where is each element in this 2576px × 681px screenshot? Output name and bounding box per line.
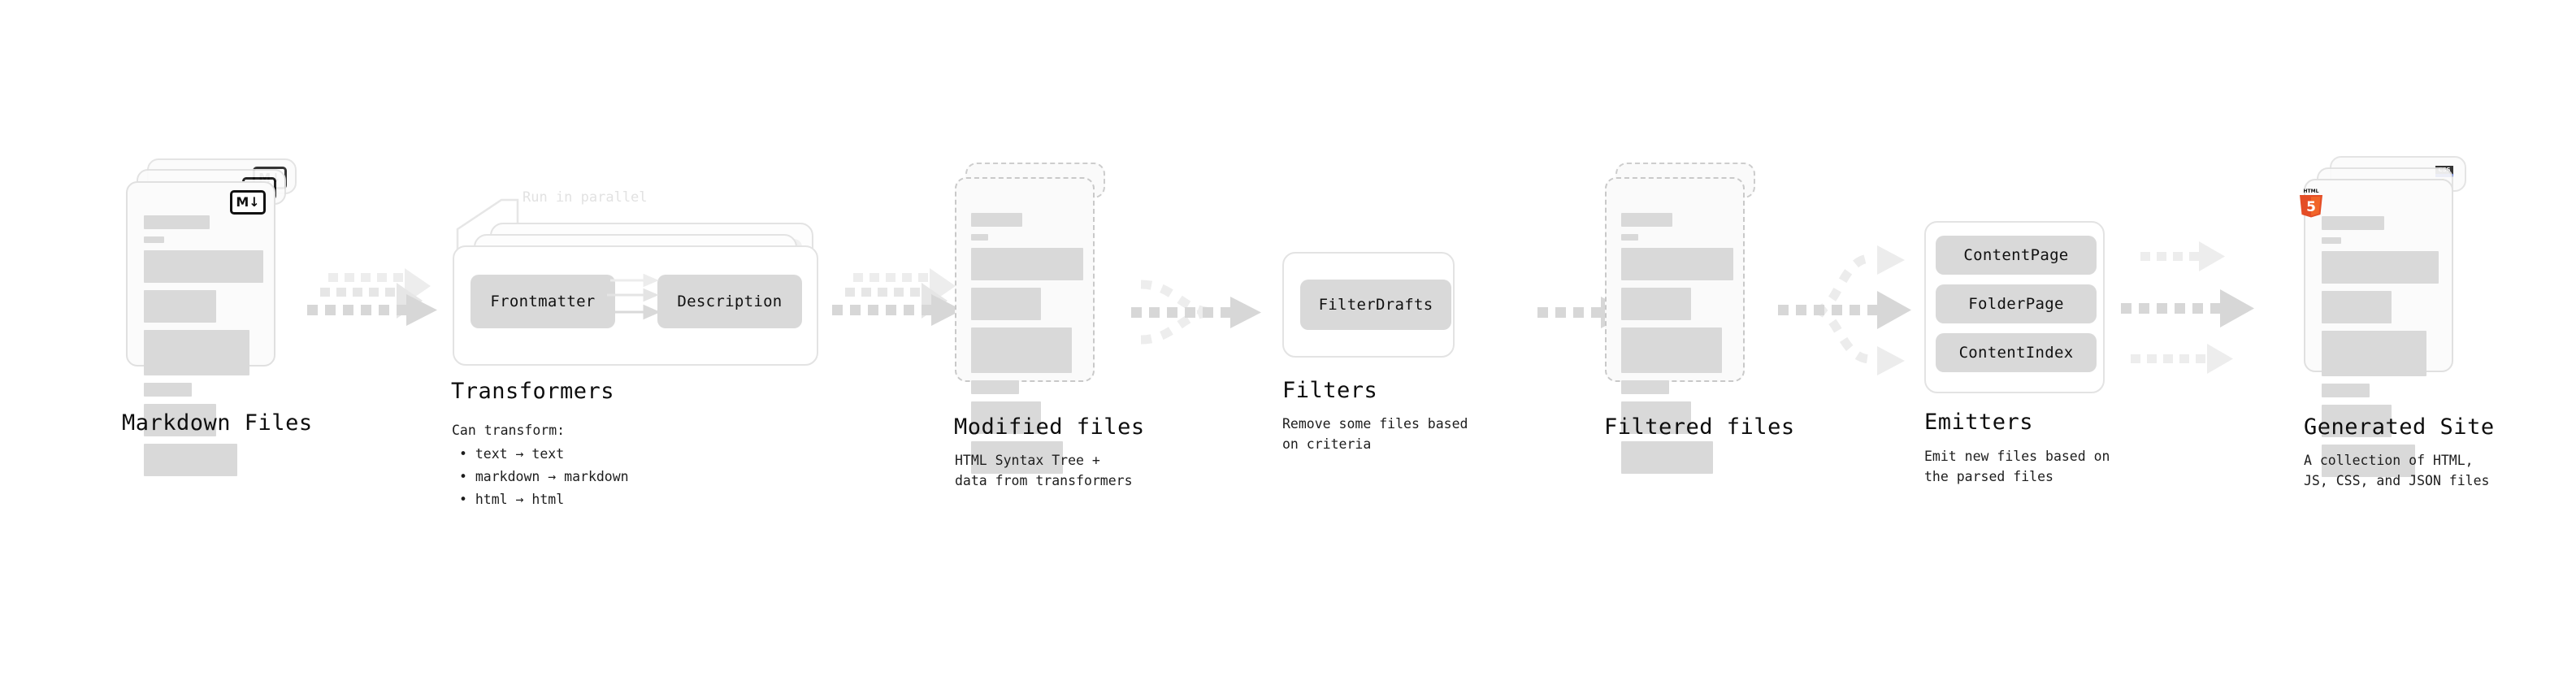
content-bar [144, 215, 210, 229]
transform-bullet: • text → text [459, 446, 565, 462]
connector-transformers-to-modified [829, 268, 967, 358]
content-bar [1621, 380, 1670, 394]
emitter-pill-folderpage[interactable]: FolderPage [1936, 284, 2097, 323]
content-bar [2322, 291, 2392, 323]
filter-pill-label: FilterDrafts [1318, 296, 1433, 314]
transformer-pill-frontmatter[interactable]: Frontmatter [471, 275, 615, 328]
content-bar [144, 236, 165, 243]
emitters-group: ContentPage FolderPage ContentIndex [1924, 221, 2105, 393]
run-in-parallel-note: Run in parallel [523, 189, 648, 206]
emitter-pill-contentindex[interactable]: ContentIndex [1936, 333, 2097, 372]
connector-filtered-to-emitters [1772, 237, 1926, 392]
stage-markdown-files: M↓ M↓ M↓ Markdown Files [122, 158, 312, 476]
transform-bullet: • markdown → markdown [459, 469, 629, 484]
stage-subtitle-emitters: Emit new files based on the parsed files [1924, 449, 2110, 484]
emitter-pill-label: ContentPage [1963, 246, 2069, 264]
emitter-pill-label: ContentIndex [1958, 344, 2074, 362]
content-bar [2322, 216, 2384, 230]
stage-filtered-files: Filtered files [1604, 163, 1794, 474]
filtered-card-front [1605, 177, 1745, 474]
stage-title-filters: Filters [1282, 378, 1378, 403]
content-bar [144, 444, 238, 476]
transform-bullet: • html → html [459, 492, 565, 507]
modified-card-front [955, 177, 1095, 474]
emitter-pill-contentpage[interactable]: ContentPage [1936, 236, 2097, 275]
stage-generated-site: CSS HTML 5 [2300, 156, 2494, 488]
content-bar [1621, 213, 1673, 227]
stage-title-transformers: Transformers [451, 379, 615, 404]
content-bar [1621, 234, 1638, 241]
stage-subtitle-modified-files: HTML Syntax Tree + data from transformer… [955, 453, 1133, 488]
card-content [144, 215, 264, 484]
stage-title-modified-files: Modified files [954, 414, 1145, 440]
content-bar [2322, 384, 2370, 397]
content-bar [144, 383, 193, 397]
markdown-card-front: M↓ [126, 181, 275, 476]
stage-title-markdown-files: Markdown Files [122, 410, 313, 436]
generated-site-stack: CSS HTML 5 [2300, 156, 2491, 477]
content-bar [971, 327, 1073, 373]
content-bar [1621, 401, 1691, 434]
content-bar [1621, 288, 1691, 320]
filters-group: FilterDrafts [1282, 252, 1455, 358]
markdown-badge-label: M↓ [236, 194, 260, 210]
stage-subtitle-filters: Remove some files based on criteria [1282, 416, 1468, 452]
transformer-pill-description[interactable]: Description [657, 275, 802, 328]
stage-subtitle-transformers: Can transform: [452, 423, 566, 438]
content-bar [971, 441, 1064, 474]
filter-pill-filterdrafts[interactable]: FilterDrafts [1300, 280, 1451, 330]
transformer-pill-label: Frontmatter [490, 293, 596, 310]
stage-title-generated-site: Generated Site [2304, 414, 2495, 440]
content-bar [971, 401, 1041, 434]
card-content [2322, 216, 2442, 484]
content-bar [971, 234, 988, 241]
content-bar [1621, 327, 1723, 373]
connector-modified-to-filters [1130, 270, 1276, 359]
site-card-html: HTML 5 [2300, 179, 2453, 477]
content-bar [971, 213, 1023, 227]
content-bar [144, 250, 263, 283]
content-bar [2322, 251, 2439, 284]
content-bar [2322, 331, 2426, 376]
content-bar [971, 288, 1041, 320]
emitter-pill-label: FolderPage [1968, 295, 2064, 313]
content-bar [971, 248, 1083, 280]
modified-file-stack [955, 163, 1130, 474]
content-bar [144, 404, 216, 436]
content-bar [1621, 441, 1714, 474]
content-bar [144, 330, 250, 375]
html5-wordmark: HTML [2304, 189, 2319, 194]
content-bar [2322, 445, 2416, 477]
connector-transformers-internal [604, 273, 661, 320]
connector-emitters-to-site [2119, 236, 2282, 390]
content-bar [971, 380, 1020, 394]
filtered-file-stack [1605, 163, 1780, 474]
stage-title-emitters: Emitters [1924, 410, 2034, 435]
html5-icon: HTML 5 [2297, 187, 2325, 218]
content-bar [1621, 248, 1733, 280]
content-bar [144, 290, 216, 323]
card-content [971, 213, 1083, 481]
markdown-badge: M↓ [230, 190, 266, 215]
content-bar [2322, 405, 2392, 437]
transformer-pill-label: Description [677, 293, 783, 310]
stage-modified-files: Modified files HTML Syntax Tree + data f… [954, 163, 1144, 488]
content-bar [2322, 237, 2341, 244]
connector-md-to-transformers [301, 268, 443, 358]
html5-digit: 5 [2306, 199, 2316, 215]
card-content [1621, 213, 1733, 481]
transformers-group: Frontmatter Description [453, 245, 818, 366]
stage-title-filtered-files: Filtered files [1604, 414, 1795, 440]
stage-subtitle-generated-site: A collection of HTML, JS, CSS, and JSON … [2304, 453, 2490, 488]
run-in-parallel-leader [456, 198, 519, 250]
markdown-file-stack: M↓ M↓ M↓ [126, 158, 301, 476]
